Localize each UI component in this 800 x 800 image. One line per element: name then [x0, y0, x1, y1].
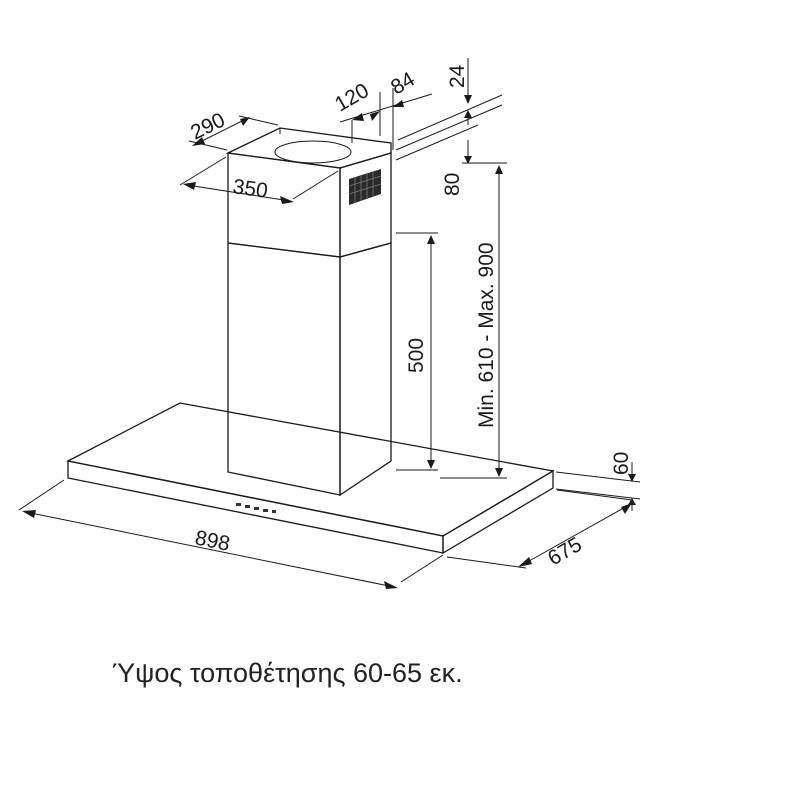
dim-chimney-width: 350 — [179, 156, 339, 204]
dim-outlet-offset-label: 120 — [331, 79, 373, 116]
dim-hood-width-label: 898 — [193, 526, 232, 556]
chimney-top-face — [225, 127, 392, 169]
hood-canopy — [66, 402, 555, 555]
chimney-lower-front — [227, 242, 341, 496]
dim-hood-thickness-label: 60 — [610, 452, 633, 475]
canopy-right-face — [442, 469, 554, 555]
dim-top: 24 80 — [395, 58, 503, 196]
chimney-upper-side — [339, 152, 392, 258]
chimney-upper — [225, 127, 392, 258]
installation-height-caption: Ύψος τοποθέτησης 60-65 εκ. — [112, 658, 463, 688]
control-panel — [236, 503, 276, 513]
dim-hood-depth: 675 — [446, 489, 633, 570]
dim-total-height: Min. 610 - Max. 900 — [440, 162, 507, 479]
dim-lower-chimney-label: 500 — [405, 338, 428, 373]
chimney-lower — [227, 242, 392, 497]
chimney-lower-side — [339, 242, 392, 497]
dim-chimney-depth-label: 290 — [187, 108, 229, 144]
outlet-circle — [274, 140, 352, 164]
dim-top-offset-label: 24 — [446, 64, 469, 88]
dim-hood-thickness: 60 — [555, 452, 641, 511]
chimney-upper-front — [227, 152, 341, 258]
dim-outlet-size-label: 84 — [387, 68, 419, 100]
dim-top-height-label: 80 — [441, 173, 464, 196]
dim-hood-width: 898 — [18, 479, 444, 589]
dim-chimney-width-label: 350 — [231, 175, 269, 203]
dim-lower-chimney: 500 — [396, 232, 438, 471]
vent-grille — [348, 169, 382, 205]
dim-chimney-depth: 290 — [187, 108, 279, 151]
dim-hood-depth-label: 675 — [544, 533, 586, 570]
dim-outlet: 120 84 — [331, 68, 433, 150]
dim-total-height-label: Min. 610 - Max. 900 — [475, 242, 498, 428]
